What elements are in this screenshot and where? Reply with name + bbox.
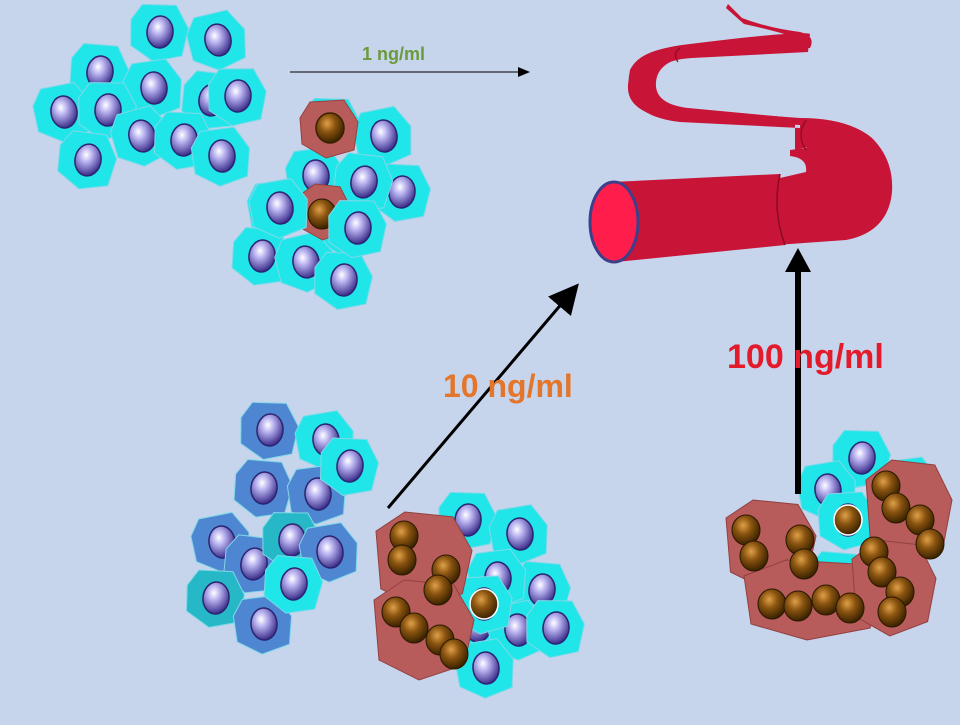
cell-icon	[122, 58, 182, 119]
cell-icon	[319, 437, 380, 496]
cluster-blue-bottom-left	[185, 401, 380, 655]
cell-icon	[352, 105, 412, 167]
arrow-icon-100ng-head	[785, 248, 811, 272]
tumor-nucleus-icon	[469, 588, 499, 620]
tumor-nucleus-icon	[833, 504, 863, 536]
concentration-label-10ng: 10 ng/ml	[443, 368, 573, 404]
cell-icon	[185, 569, 246, 628]
tumor-nucleus-icon	[731, 514, 761, 546]
cell-icon	[526, 600, 585, 659]
tumor-nucleus-icon	[877, 596, 907, 628]
tumor-nucleus-icon	[399, 612, 429, 644]
cell-icon	[454, 638, 514, 699]
cell-icon	[232, 594, 293, 655]
cell-icon	[488, 504, 548, 565]
tumor-cell-icon	[299, 99, 359, 159]
concentration-label-1ng: 1 ng/ml	[362, 44, 426, 64]
cluster-healthy-top-left	[32, 3, 267, 190]
tumor-nucleus-icon	[423, 574, 453, 606]
tumor-nucleus-icon	[783, 590, 813, 622]
cell-icon	[190, 126, 251, 187]
cell-icon	[248, 178, 308, 239]
vessel-lumen	[588, 180, 640, 264]
tumor-nucleus-icon	[439, 638, 469, 670]
tumor-nucleus-icon	[739, 540, 769, 572]
cell-icon	[314, 251, 373, 311]
cluster-mixed-top-middle	[231, 97, 432, 311]
cell-icon	[186, 9, 246, 71]
tumor-nucleus-icon	[757, 588, 787, 620]
tumor-nucleus-icon	[867, 556, 897, 588]
cell-icon	[240, 401, 299, 461]
cell-icon	[263, 554, 324, 614]
tumor-nucleus-icon	[835, 592, 865, 624]
cell-icon	[328, 200, 387, 259]
blood-vessel-icon	[588, 4, 893, 264]
cell-icon	[208, 68, 267, 127]
cluster-tumor-bottom-right	[725, 429, 953, 641]
concentration-label-100ng: 100 ng/ml	[727, 338, 884, 376]
cell-icon	[130, 3, 189, 63]
cell-icon	[57, 130, 118, 190]
cell-icon	[333, 152, 394, 212]
tumor-nucleus-icon	[881, 492, 911, 524]
arrow-icon-10ng	[386, 283, 579, 509]
tumor-nucleus-icon	[915, 528, 945, 560]
tumor-nucleus-icon	[387, 544, 417, 576]
cell-icon	[233, 458, 294, 518]
tumor-nucleus-icon	[789, 548, 819, 580]
cluster-tumor-bottom-middle	[373, 491, 585, 699]
